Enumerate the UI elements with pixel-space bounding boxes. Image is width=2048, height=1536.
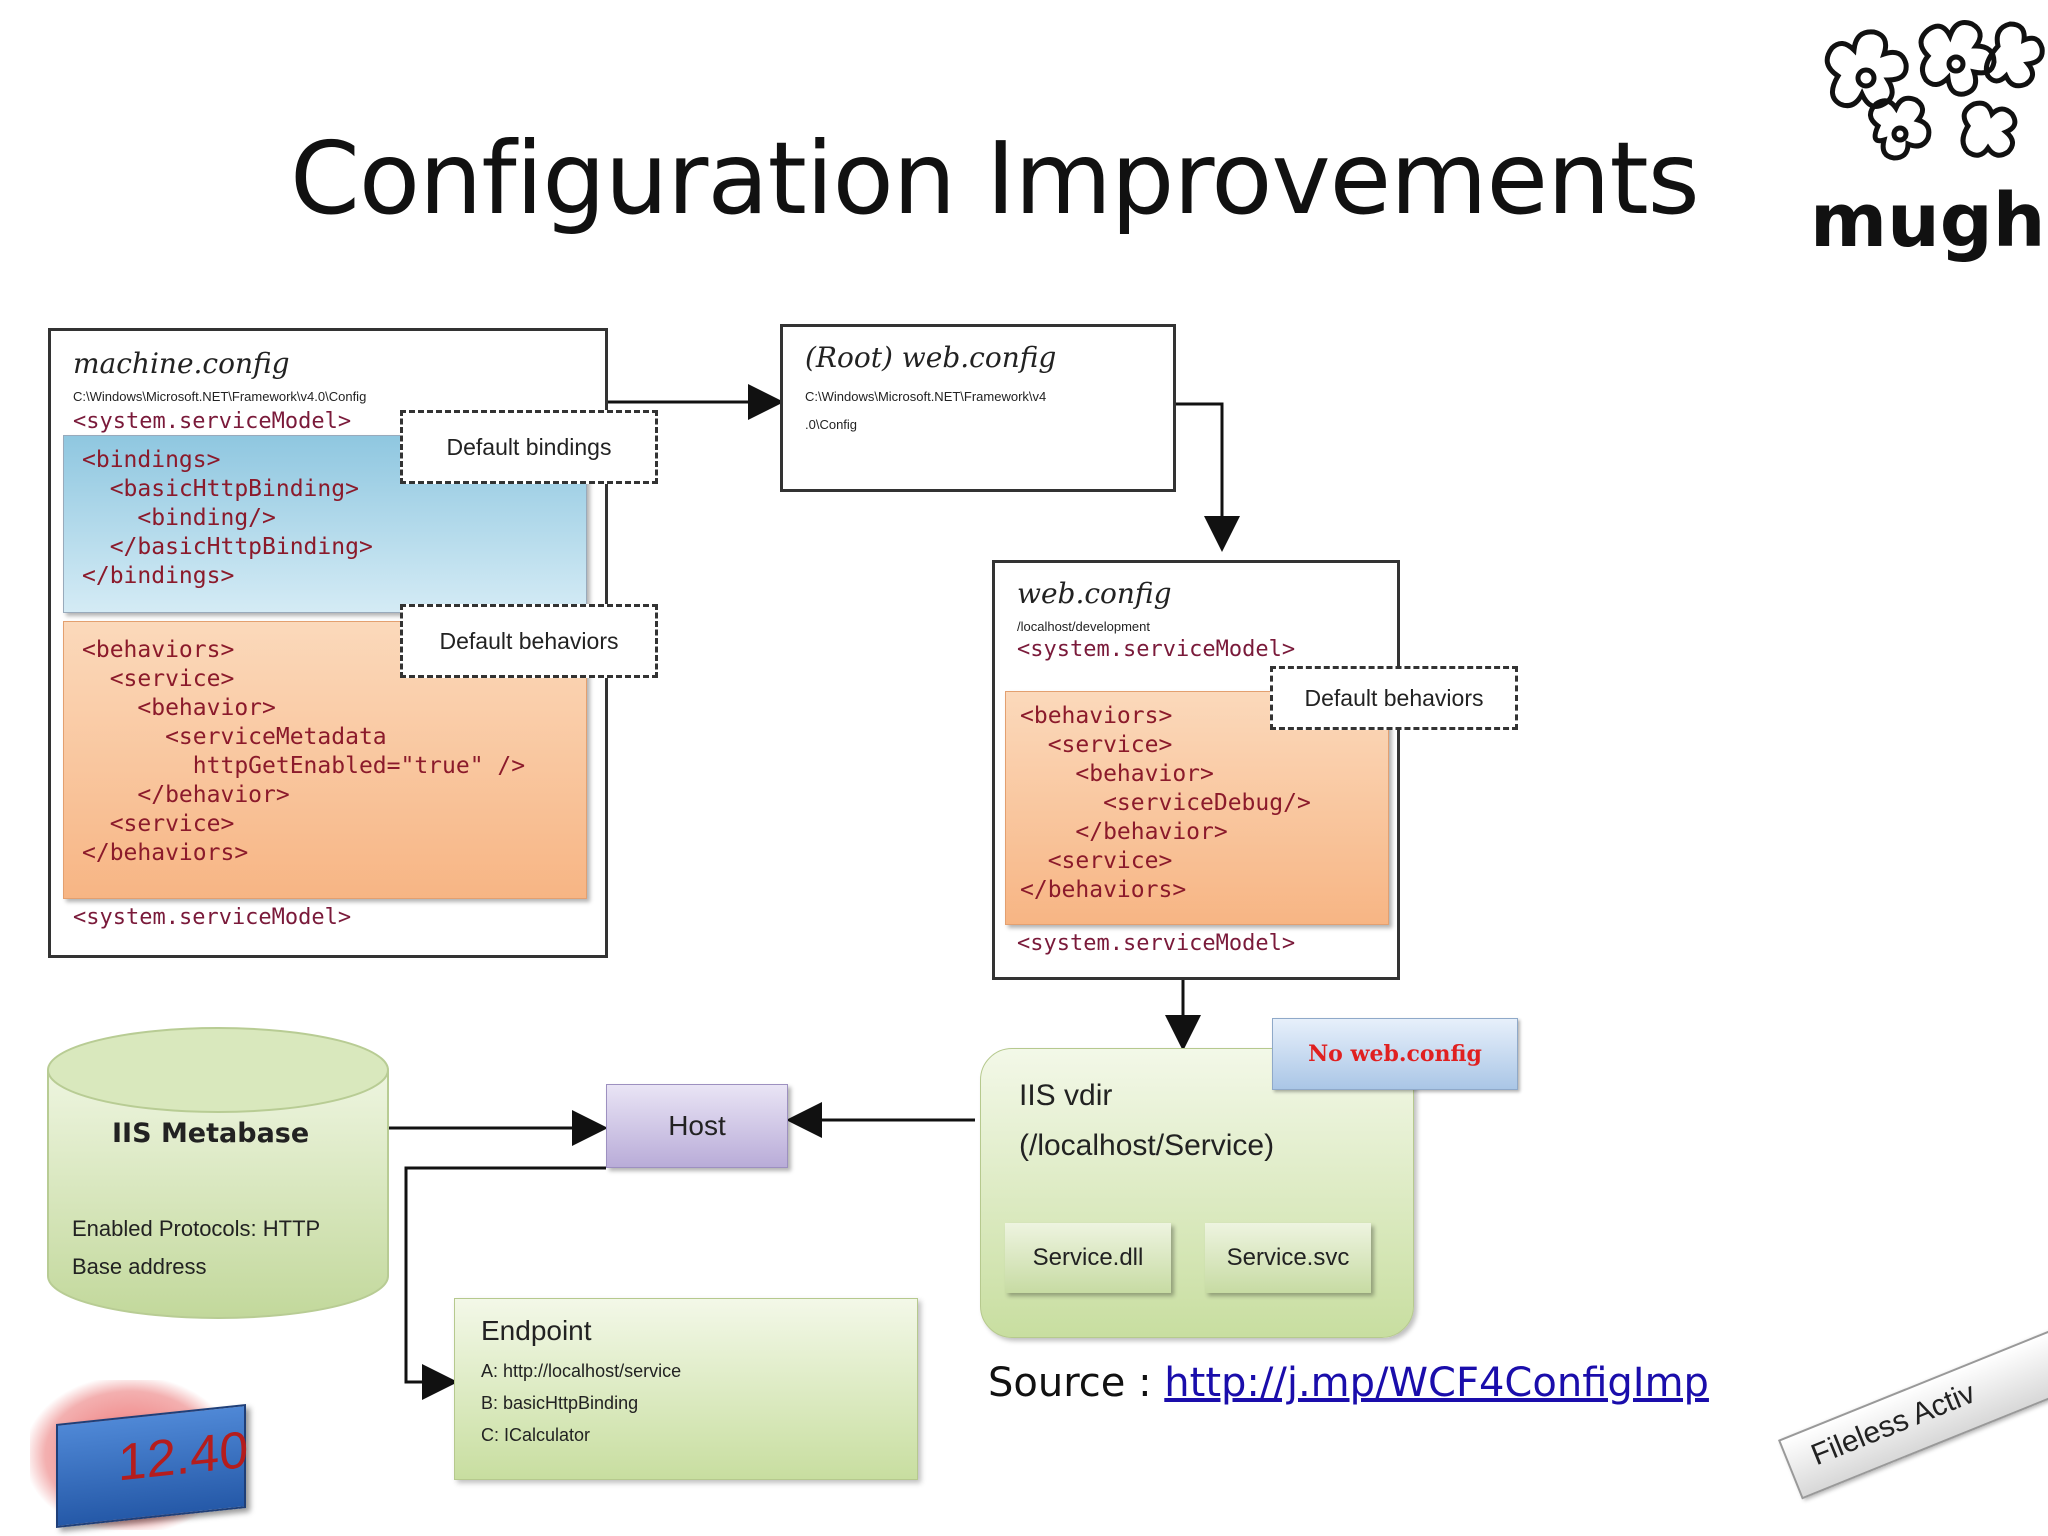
machine-config-path: C:\Windows\Microsoft.NET\Framework\v4.0\… — [73, 389, 367, 404]
logo-text: mugh — [1810, 178, 2046, 264]
root-web-config-title: (Root) web.config — [805, 341, 1057, 374]
endpoint-title: Endpoint — [481, 1315, 592, 1346]
source-line: Source : http://j.mp/WCF4ConfigImp — [988, 1360, 1709, 1406]
machine-config-close-tag: <system.serviceModel> — [73, 905, 352, 930]
callout-default-behaviors-machine: Default behaviors — [400, 604, 658, 678]
service-dll-file: Service.dll — [1005, 1223, 1171, 1293]
logo-flower-icon — [1824, 20, 2045, 161]
badge-number: 12.40 — [118, 1420, 249, 1493]
machine-config-open-tag: <system.serviceModel> — [73, 409, 352, 434]
root-web-config-path-1: C:\Windows\Microsoft.NET\Framework\v4 — [805, 389, 1047, 404]
web-config-box: web.config /localhost/development <syste… — [992, 560, 1400, 980]
web-config-close-tag: <system.serviceModel> — [1017, 931, 1296, 956]
endpoint-contract: C: ICalculator — [481, 1425, 591, 1445]
web-config-title: web.config — [1017, 577, 1172, 610]
source-link[interactable]: http://j.mp/WCF4ConfigImp — [1164, 1360, 1709, 1406]
machine-behaviors-code: <behaviors> <service> <behavior> <servic… — [82, 637, 526, 866]
callout-default-bindings: Default bindings — [400, 410, 658, 484]
host-box: Host — [606, 1084, 788, 1168]
iis-vdir-label: IIS vdir — [1019, 1079, 1113, 1112]
root-web-config-box: (Root) web.config C:\Windows\Microsoft.N… — [780, 324, 1176, 492]
web-behaviors-panel: <behaviors> <service> <behavior> <servic… — [1005, 691, 1389, 925]
source-label: Source : — [988, 1360, 1152, 1406]
bindings-code: <bindings> <basicHttpBinding> <binding/>… — [82, 447, 373, 589]
callout-default-behaviors-web: Default behaviors — [1270, 666, 1518, 730]
endpoint-binding: B: basicHttpBinding — [481, 1393, 639, 1413]
web-config-path: /localhost/development — [1017, 619, 1150, 634]
web-config-open-tag: <system.serviceModel> — [1017, 637, 1296, 662]
iis-vdir-box: IIS vdir (/localhost/Service) Service.dl… — [980, 1048, 1414, 1338]
machine-config-title: machine.config — [73, 347, 290, 380]
web-behaviors-code: <behaviors> <service> <behavior> <servic… — [1020, 703, 1311, 903]
iis-metabase-protocols: Enabled Protocols: HTTP — [72, 1216, 321, 1241]
iis-metabase-cylinder — [47, 1027, 389, 1319]
root-web-config-path-2: .0\Config — [805, 417, 858, 432]
endpoint-address: A: http://localhost/service — [481, 1361, 682, 1381]
slide-title: Configuration Improvements — [290, 120, 1700, 237]
bindings-panel: <bindings> <basicHttpBinding> <binding/>… — [63, 435, 587, 613]
endpoint-box: Endpoint A: http://localhost/service B: … — [454, 1298, 918, 1480]
no-web-config-note: No web.config — [1272, 1018, 1518, 1090]
iis-metabase-title: IIS Metabase — [112, 1118, 310, 1149]
iis-vdir-path: (/localhost/Service) — [1019, 1129, 1275, 1162]
badge-box: 12.40 — [56, 1404, 249, 1528]
iis-metabase-base-address: Base address — [72, 1254, 207, 1279]
service-svc-file: Service.svc — [1205, 1223, 1371, 1293]
